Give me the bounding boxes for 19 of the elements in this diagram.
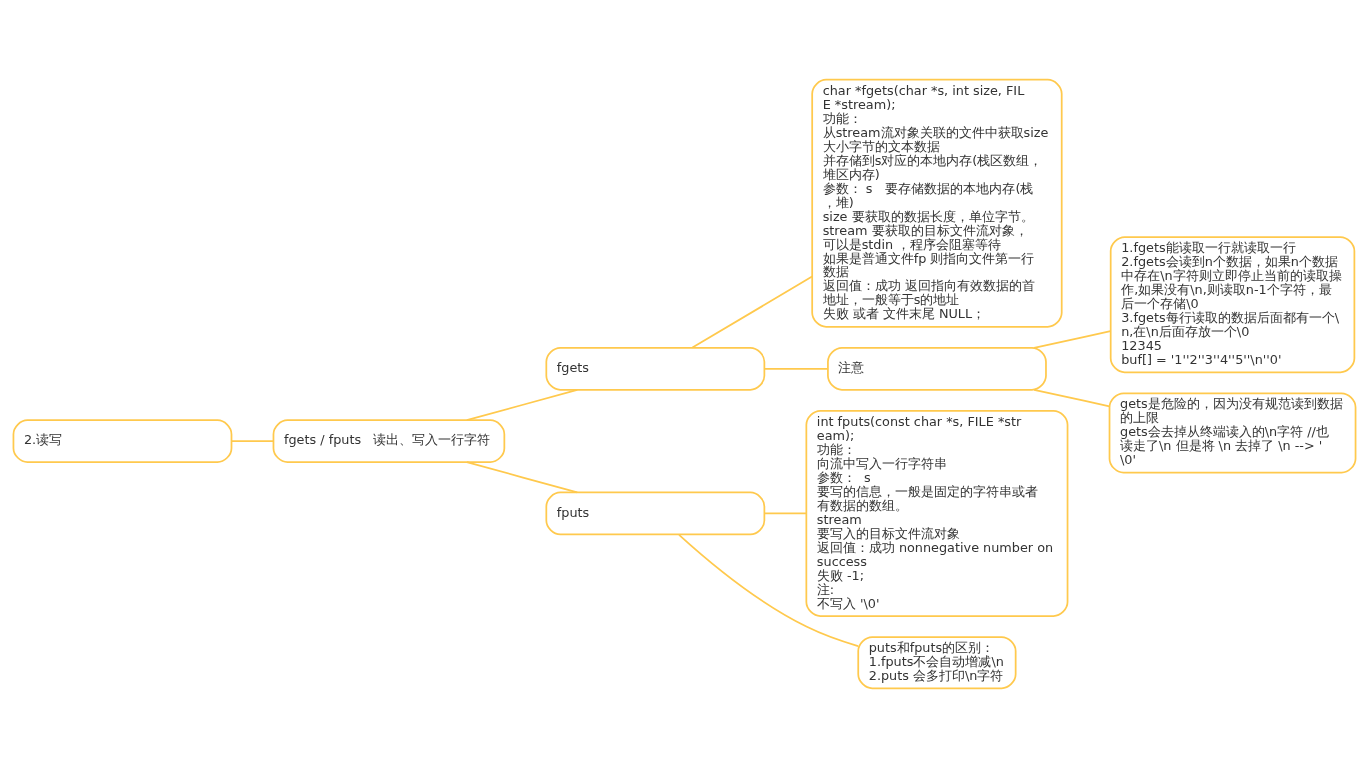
connector	[763, 367, 829, 370]
connector	[1033, 388, 1111, 408]
connector	[1033, 330, 1112, 349]
node-box: puts和fputs的区别： 1.fputs不会自动增减\n 2.puts 会多打印\n字符	[857, 636, 1017, 690]
node-box: fputs	[545, 491, 766, 536]
node-box: gets是危险的，因为没有规范读到数据的上限 gets会去掉从终端读入的\n字符 //也读走了\n 但是将 \n 去掉了 \n --> '\0'	[1108, 392, 1357, 474]
connector	[691, 275, 813, 349]
node-box: char *fgets(char *s, int size, FILE *stream); 功能： 从stream流对象关联的文件中获取size大小字节的文本数据 并存储到s对应的本地内存(栈区数组，堆区内存) 参数： s 要存储数据的本地内存(栈，堆) size 要获取的数据长度，单位字节。 stream 要获取的目标文件流对象， 可以是stdin ，程序会阻塞等待 如果是普通文件fp 则指向文件第一行数据 返回值：成功 返回指向有效数据的首地址，一般等于s的地址 失败 或者 文件末尾 NULL；	[811, 78, 1063, 328]
connector	[230, 440, 275, 442]
node-box: 1.fgets能读取一行就读取一行 2.fgets会读到n个数据，如果n个数据中存在\n字符则立即停止当前的读取操作,如果没有\n,则读取n-1个字符，最后一个存储\0 3.fgets每行读取的数据后面都有一个\n,在\n后面存放一个\0 12345 buf[] = '1''2''3''4''5''\n''0'	[1109, 236, 1356, 374]
node-box: fgets / fputs 读出、写入一行字符	[272, 419, 506, 463]
connector	[763, 512, 808, 515]
connector	[678, 533, 859, 647]
node-box: fgets	[545, 346, 766, 391]
node-box: int fputs(const char *s, FILE *stream); 功能： 向流中写入一行字符串 参数： s 要写的信息，一般是固定的字符串或者有数据的数组。 stream 要写入的目标文件流对象 返回值：成功 nonnegative number on success 失败 -1; 注: 不写入 '\0'	[805, 409, 1069, 617]
connector	[465, 461, 579, 494]
connector	[465, 389, 579, 421]
node-box: 注意	[827, 346, 1047, 391]
node-box: 2.读写	[12, 419, 233, 463]
